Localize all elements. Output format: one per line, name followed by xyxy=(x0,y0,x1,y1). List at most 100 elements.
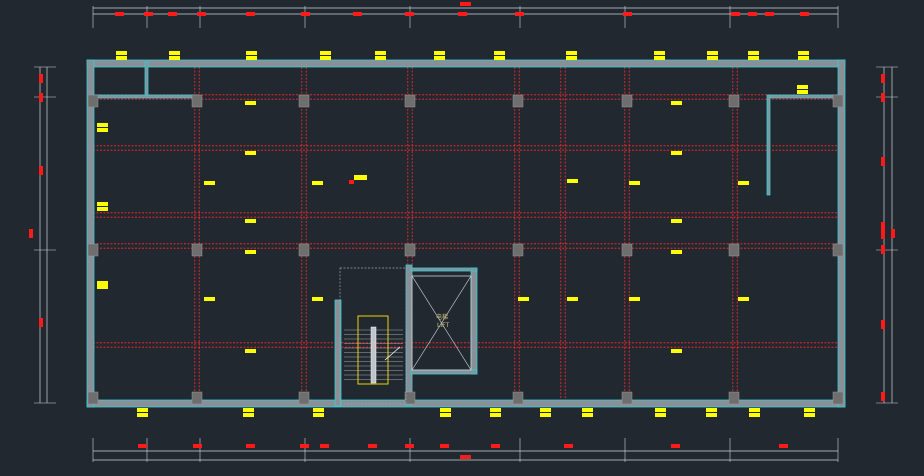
stair-outline xyxy=(357,315,389,385)
beam-label xyxy=(748,56,759,60)
beam-label xyxy=(137,413,148,417)
column xyxy=(832,243,844,257)
column xyxy=(728,94,740,108)
dimension-marker xyxy=(460,455,471,459)
beam-label xyxy=(566,51,577,55)
column xyxy=(87,391,99,405)
beam-label xyxy=(706,408,717,412)
beam-label xyxy=(798,56,809,60)
column xyxy=(191,391,203,405)
dimension-markers xyxy=(29,2,895,459)
beam-label xyxy=(707,56,718,60)
stair-arrow xyxy=(384,346,401,361)
beam-label xyxy=(320,56,331,60)
dimension-marker xyxy=(491,444,500,448)
dimension-marker xyxy=(320,444,329,448)
beam-label xyxy=(245,101,256,105)
dimension-marker xyxy=(39,166,43,175)
dimension-marker xyxy=(246,444,255,448)
dimension-marker xyxy=(300,444,309,448)
beam-label xyxy=(797,85,808,89)
beam-label xyxy=(313,413,324,417)
column xyxy=(512,243,524,257)
beam-label xyxy=(245,151,256,155)
beam-label xyxy=(748,51,759,55)
beam-label xyxy=(169,56,180,60)
dimension-marker xyxy=(440,444,449,448)
beam-label xyxy=(655,408,666,412)
column xyxy=(832,391,844,405)
beam-label xyxy=(707,51,718,55)
dimension-marker xyxy=(39,74,43,83)
beam-label xyxy=(434,56,445,60)
dimension-marker xyxy=(197,12,206,16)
dimension-marker xyxy=(765,12,774,16)
column xyxy=(621,243,633,257)
beam-label xyxy=(671,349,682,353)
beam-label xyxy=(804,408,815,412)
beam-label xyxy=(798,51,809,55)
wall xyxy=(86,59,846,68)
dimension-marker xyxy=(515,12,524,16)
beam-label xyxy=(440,413,451,417)
beam-label xyxy=(375,56,386,60)
column xyxy=(298,94,310,108)
beam-label xyxy=(749,408,760,412)
dimension-marker xyxy=(39,318,43,327)
beam-label xyxy=(245,250,256,254)
beam-label xyxy=(671,250,682,254)
dimension-marker xyxy=(891,229,895,238)
column xyxy=(512,94,524,108)
dimension-marker xyxy=(405,12,414,16)
beam-label xyxy=(518,297,529,301)
beam-label xyxy=(540,408,551,412)
lift-label-en: LIFT xyxy=(437,322,450,329)
column xyxy=(728,243,740,257)
dimension-marker xyxy=(458,12,467,16)
dimension-marker xyxy=(800,12,809,16)
wall xyxy=(837,59,846,408)
dimension-marker xyxy=(193,444,202,448)
beam-label xyxy=(116,51,127,55)
dimension-marker xyxy=(405,444,414,448)
beam-gridlines xyxy=(93,67,838,402)
column xyxy=(191,243,203,257)
beam-label xyxy=(204,297,215,301)
dimension-marker xyxy=(623,12,632,16)
dimension-marker xyxy=(881,230,885,239)
beam-label xyxy=(246,56,257,60)
beam-label xyxy=(97,202,108,206)
dimension-marker xyxy=(881,392,885,401)
column xyxy=(621,391,633,405)
wall xyxy=(769,94,839,99)
dimension-marker xyxy=(881,320,885,329)
beam-label xyxy=(97,207,108,211)
column xyxy=(404,243,416,257)
lift-shaft xyxy=(411,275,472,371)
beam-label xyxy=(671,219,682,223)
dimension-marker xyxy=(731,12,740,16)
stair-core xyxy=(339,267,407,405)
beam-label xyxy=(116,56,127,60)
dimension-marker xyxy=(881,157,885,166)
beam-label xyxy=(671,151,682,155)
beam-label xyxy=(671,101,682,105)
beam-label xyxy=(97,128,108,132)
beam-label xyxy=(312,181,323,185)
beam-labels xyxy=(97,51,815,417)
column xyxy=(191,94,203,108)
dimension-marker xyxy=(460,2,471,6)
dimension-marker xyxy=(138,444,147,448)
beam-label xyxy=(97,123,108,127)
beam-label xyxy=(246,51,257,55)
dimension-marker xyxy=(368,444,377,448)
dimension-marker xyxy=(144,12,153,16)
beam-label xyxy=(582,413,593,417)
dimension-marker xyxy=(881,93,885,102)
dimension-marker xyxy=(881,74,885,83)
column xyxy=(512,391,524,405)
beam-label xyxy=(245,219,256,223)
beam-label xyxy=(797,90,808,94)
